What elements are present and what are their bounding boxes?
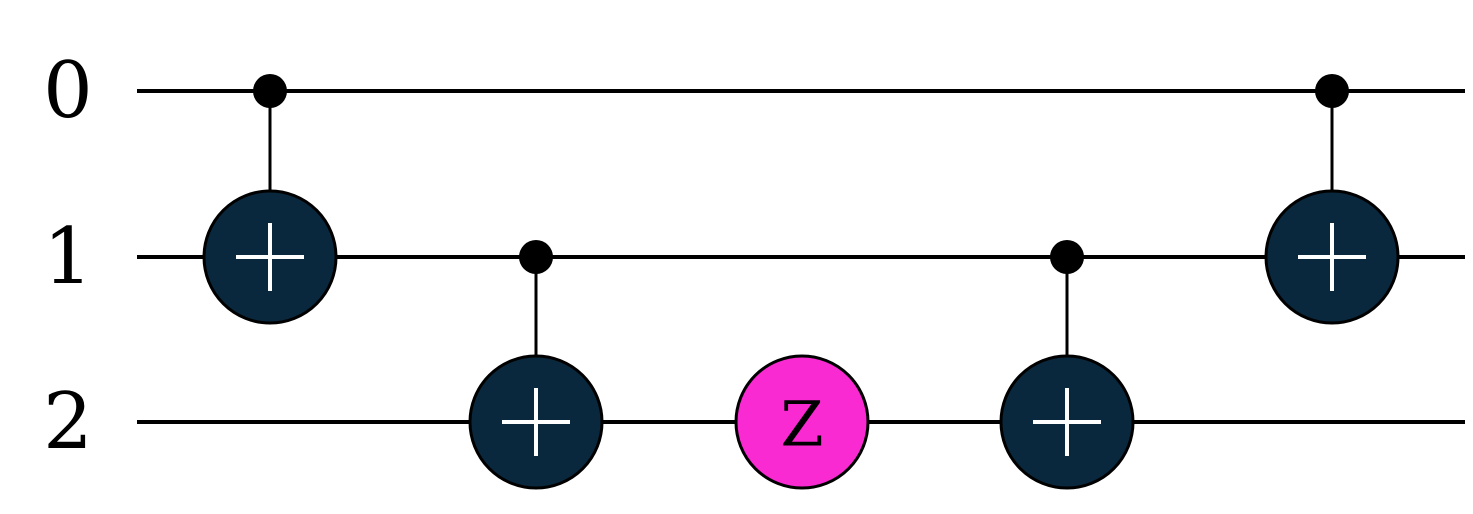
qubit-labels: 0 1 2 bbox=[43, 46, 93, 467]
control-dot bbox=[519, 240, 553, 274]
cnot-gate-4 bbox=[1264, 74, 1400, 325]
qubit-label-2: 2 bbox=[43, 377, 93, 467]
qubit-label-1: 1 bbox=[43, 212, 93, 302]
gates: Z bbox=[202, 74, 1400, 490]
z-gate-2: Z bbox=[734, 354, 870, 490]
control-dot bbox=[1050, 240, 1084, 274]
cnot-gate-3 bbox=[999, 240, 1135, 490]
cnot-gate-1 bbox=[468, 240, 604, 490]
z-gate-circle bbox=[734, 354, 870, 490]
cnot-gate-0 bbox=[202, 74, 338, 325]
z-gate-label: Z bbox=[780, 388, 823, 461]
control-dot bbox=[1315, 74, 1349, 108]
qubit-label-0: 0 bbox=[43, 46, 93, 136]
control-dot bbox=[253, 74, 287, 108]
